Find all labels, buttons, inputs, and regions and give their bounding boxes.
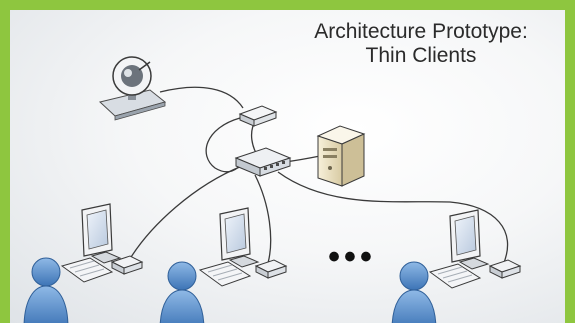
- cable-switch-client1: [127, 165, 243, 263]
- thin-client-monitor-icon: [219, 207, 260, 268]
- user-icon: [159, 261, 205, 323]
- thin-client-monitor-icon: [81, 203, 122, 264]
- user-icon: [391, 261, 437, 323]
- cable-camera-router: [159, 86, 244, 109]
- thin-client-box-icon: [488, 259, 522, 279]
- keyboard-icon: [60, 257, 114, 283]
- keyboard-icon: [198, 261, 252, 287]
- title-line-1: Architecture Prototype:: [314, 20, 528, 43]
- cable-switch-client2: [254, 174, 272, 264]
- thin-client-monitor-icon: [449, 209, 490, 270]
- thin-client-2: [159, 207, 288, 323]
- server-icon: [316, 125, 366, 187]
- thin-client-box-icon: [110, 255, 144, 275]
- security-camera-icon: [98, 56, 167, 121]
- user-icon: [23, 257, 69, 323]
- keyboard-icon: [428, 263, 482, 289]
- network-switch-icon: [234, 147, 292, 177]
- more-clients-ellipsis: •••: [328, 238, 376, 276]
- network-diagram: [23, 56, 522, 323]
- network-cables: [127, 86, 509, 266]
- router-icon: [238, 105, 278, 127]
- thin-client-1: [23, 203, 144, 323]
- thin-client-box-icon: [254, 259, 288, 279]
- cable-router-switch: [250, 125, 257, 154]
- cable-switch-client3: [277, 171, 509, 266]
- title-line-2: Thin Clients: [365, 44, 477, 67]
- diagram-title: Architecture Prototype: Thin Clients: [271, 20, 565, 68]
- thin-client-3: [391, 209, 522, 323]
